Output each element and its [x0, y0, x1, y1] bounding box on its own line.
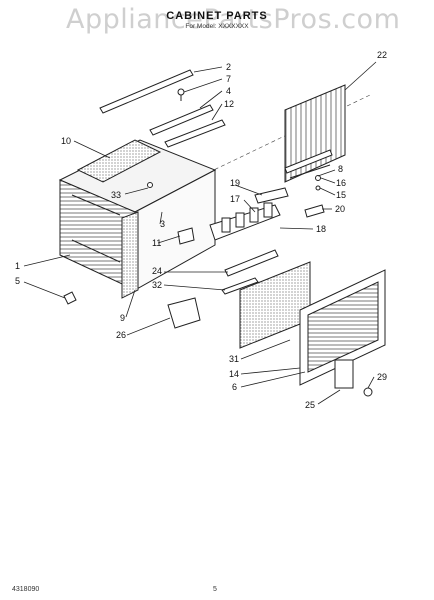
- diagram-code: 4318090: [12, 586, 40, 593]
- callout-16: 16: [336, 178, 346, 188]
- diagram-subtitle: For Model: XXXXXXX: [185, 23, 249, 30]
- callout-17: 17: [230, 194, 240, 204]
- callout-9: 9: [120, 313, 125, 323]
- callout-12: 12: [224, 99, 234, 109]
- callout-10: 10: [61, 136, 71, 146]
- callout-24: 24: [152, 266, 162, 276]
- top-strips: [99, 69, 226, 148]
- rail-8: [284, 149, 333, 174]
- callout-22: 22: [377, 50, 387, 60]
- callout-18: 18: [316, 224, 326, 234]
- bracket-20: [304, 204, 325, 218]
- diagram-title: CABINET PARTS: [166, 10, 268, 22]
- leader-lines: [23, 61, 377, 405]
- callout-14: 14: [229, 369, 239, 379]
- callout-5: 5: [15, 276, 20, 286]
- front-grille: [299, 269, 386, 389]
- control-panel-assembly: [209, 187, 289, 241]
- side-curtain-22: [284, 84, 346, 183]
- callout-32: 32: [152, 280, 162, 290]
- cabinet-wrapper: [58, 139, 217, 291]
- callout-26: 26: [116, 330, 126, 340]
- callout-33: 33: [111, 190, 121, 200]
- callout-19: 19: [230, 178, 240, 188]
- strip-24: [224, 249, 279, 277]
- callout-11: 11: [152, 238, 161, 248]
- screws-16-15: [315, 175, 321, 191]
- gasket-9: [121, 211, 139, 299]
- callout-1: 1: [15, 261, 20, 271]
- callout-25: 25: [305, 400, 315, 410]
- callout-2: 2: [226, 62, 231, 72]
- callout-7: 7: [226, 74, 231, 84]
- filter-assembly: [221, 261, 311, 349]
- clip-11: [177, 227, 195, 245]
- callout-20: 20: [335, 204, 345, 214]
- callout-31: 31: [229, 354, 239, 364]
- callout-4: 4: [226, 86, 231, 96]
- callout-6: 6: [232, 382, 237, 392]
- callout-29: 29: [377, 372, 387, 382]
- screw-29: [363, 387, 373, 397]
- callout-3: 3: [160, 219, 165, 229]
- part-26: [167, 297, 201, 329]
- clip-3: [147, 182, 153, 188]
- top-grille-10: [76, 139, 162, 183]
- callout-8: 8: [338, 164, 343, 174]
- watermark: AppliancePartsPros.com: [66, 4, 401, 35]
- screw-7: [177, 88, 185, 101]
- callout-15: 15: [336, 190, 346, 200]
- screw-5: [63, 291, 77, 305]
- page-number: 5: [213, 586, 217, 593]
